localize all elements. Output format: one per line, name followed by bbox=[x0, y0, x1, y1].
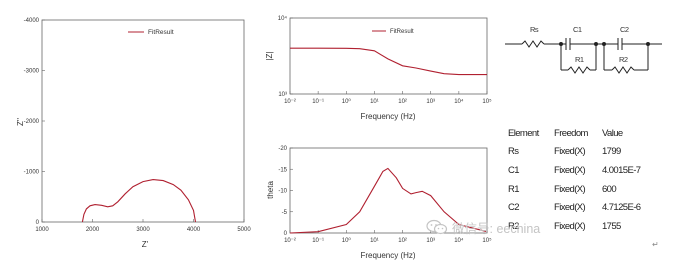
table-row: R1 Fixed(X) 600 bbox=[508, 180, 678, 199]
cell-value: 1755 bbox=[602, 220, 621, 232]
cell-element: C2 bbox=[508, 202, 520, 214]
nyquist-y-tick-label: -4000 bbox=[24, 18, 40, 24]
corner-mark: ↵ bbox=[652, 240, 659, 249]
phase-x-label: Frequency (Hz) bbox=[360, 251, 415, 260]
circuit-node-1 bbox=[559, 42, 563, 46]
cell-freedom: Fixed(X) bbox=[554, 146, 586, 158]
magnitude-x-tick-label: 10⁰ bbox=[342, 98, 352, 105]
circuit-node-3 bbox=[602, 42, 606, 46]
magnitude-y-tick-label: 10⁴ bbox=[278, 15, 288, 22]
cell-freedom: Fixed(X) bbox=[554, 220, 586, 232]
table-row: Rs Fixed(X) 1799 bbox=[508, 143, 678, 162]
label-rs: Rs bbox=[530, 25, 539, 34]
magnitude-x-tick-label: 10¹ bbox=[370, 99, 379, 105]
wechat-icon bbox=[426, 219, 448, 235]
phase-y-label: theta bbox=[266, 181, 275, 199]
resistor-r1 bbox=[567, 66, 591, 74]
cell-freedom: Fixed(X) bbox=[554, 202, 586, 214]
resistor-rs bbox=[521, 40, 545, 48]
nyquist-x-tick-label: 5000 bbox=[237, 227, 251, 233]
label-r1: R1 bbox=[575, 55, 584, 64]
header-element: Element bbox=[508, 127, 539, 139]
nyquist-x-label: Z' bbox=[142, 240, 149, 249]
resistor-r2 bbox=[611, 66, 635, 74]
magnitude-plot-frame bbox=[289, 17, 488, 95]
magnitude-series-line bbox=[290, 47, 487, 76]
cell-value: 4.7125E-6 bbox=[602, 202, 641, 214]
table-row: R2 Fixed(X) 1755 bbox=[508, 217, 678, 236]
phase-x-tick-label: 10⁵ bbox=[482, 237, 492, 244]
nyquist-series-line bbox=[81, 179, 197, 223]
phase-x-tick-label: 10³ bbox=[426, 238, 435, 244]
magnitude-x-tick-label: 10² bbox=[398, 99, 407, 105]
phase-x-tick-label: 10⁰ bbox=[342, 237, 352, 244]
phase-x-tick-label: 10⁴ bbox=[454, 237, 464, 244]
header-value: Value bbox=[602, 127, 623, 139]
phase-y-tick-label: -15 bbox=[278, 167, 287, 173]
nyquist-y-tick-label: -1000 bbox=[24, 170, 40, 176]
watermark: 微信号: eechina bbox=[426, 214, 626, 240]
nyquist-x-tick-label: 2000 bbox=[86, 227, 100, 233]
magnitude-x-label: Frequency (Hz) bbox=[360, 112, 415, 121]
circuit-node-4 bbox=[646, 42, 650, 46]
nyquist-legend-label: FitResult bbox=[148, 29, 174, 36]
magnitude-legend-label: FitResult bbox=[390, 29, 414, 35]
table-row: C1 Fixed(X) 4.0015E-7 bbox=[508, 161, 678, 180]
nyquist-y-tick-label: -3000 bbox=[24, 69, 40, 75]
cell-value: 1799 bbox=[602, 146, 621, 158]
nyquist-y-tick-label: -2000 bbox=[24, 119, 40, 125]
cell-freedom: Fixed(X) bbox=[554, 183, 586, 195]
cell-element: R1 bbox=[508, 183, 520, 195]
phase-y-tick-label: -20 bbox=[278, 146, 287, 152]
label-c1: C1 bbox=[573, 25, 582, 34]
magnitude-x-tick-label: 10⁻² bbox=[284, 99, 296, 105]
parameter-table: Element Freedom Value Rs Fixed(X) 1799 C… bbox=[508, 124, 678, 236]
nyquist-y-label: Z'' bbox=[16, 118, 25, 126]
cell-value: 4.0015E-7 bbox=[602, 164, 641, 176]
magnitude-y-tick-label: 10³ bbox=[278, 92, 287, 98]
phase-y-tick-label: 0 bbox=[284, 231, 288, 237]
label-r2: R2 bbox=[619, 55, 628, 64]
header-freedom: Freedom bbox=[554, 127, 588, 139]
phase-y-tick-label: -10 bbox=[278, 189, 287, 195]
circuit-node-2 bbox=[594, 42, 598, 46]
phase-series-line bbox=[289, 167, 488, 234]
cell-element: Rs bbox=[508, 146, 519, 158]
table-row: C2 Fixed(X) 4.7125E-6 bbox=[508, 198, 678, 217]
magnitude-x-tick-label: 10³ bbox=[426, 99, 435, 105]
phase-x-tick-label: 10⁻¹ bbox=[312, 238, 324, 244]
cell-freedom: Fixed(X) bbox=[554, 164, 586, 176]
phase-x-tick-label: 10⁻² bbox=[284, 238, 296, 244]
nyquist-y-tick-label: 0 bbox=[36, 220, 40, 226]
magnitude-x-tick-label: 10⁴ bbox=[454, 98, 464, 105]
phase-x-tick-label: 10² bbox=[398, 238, 407, 244]
magnitude-x-tick-label: 10⁻¹ bbox=[312, 99, 324, 105]
nyquist-x-tick-label: 1000 bbox=[35, 227, 49, 233]
phase-x-tick-label: 10¹ bbox=[370, 238, 379, 244]
nyquist-x-tick-label: 4000 bbox=[187, 227, 201, 233]
magnitude-x-tick-label: 10⁵ bbox=[482, 98, 492, 105]
phase-y-tick-label: -5 bbox=[282, 210, 288, 216]
watermark-text: 微信号: eechina bbox=[452, 221, 541, 236]
label-c2: C2 bbox=[620, 25, 629, 34]
nyquist-x-tick-label: 3000 bbox=[136, 227, 150, 233]
table-header-row: Element Freedom Value bbox=[508, 124, 678, 143]
cell-element: R2 bbox=[508, 220, 520, 232]
cell-element: C1 bbox=[508, 164, 520, 176]
magnitude-y-label: |Z| bbox=[265, 51, 274, 60]
cell-value: 600 bbox=[602, 183, 617, 195]
